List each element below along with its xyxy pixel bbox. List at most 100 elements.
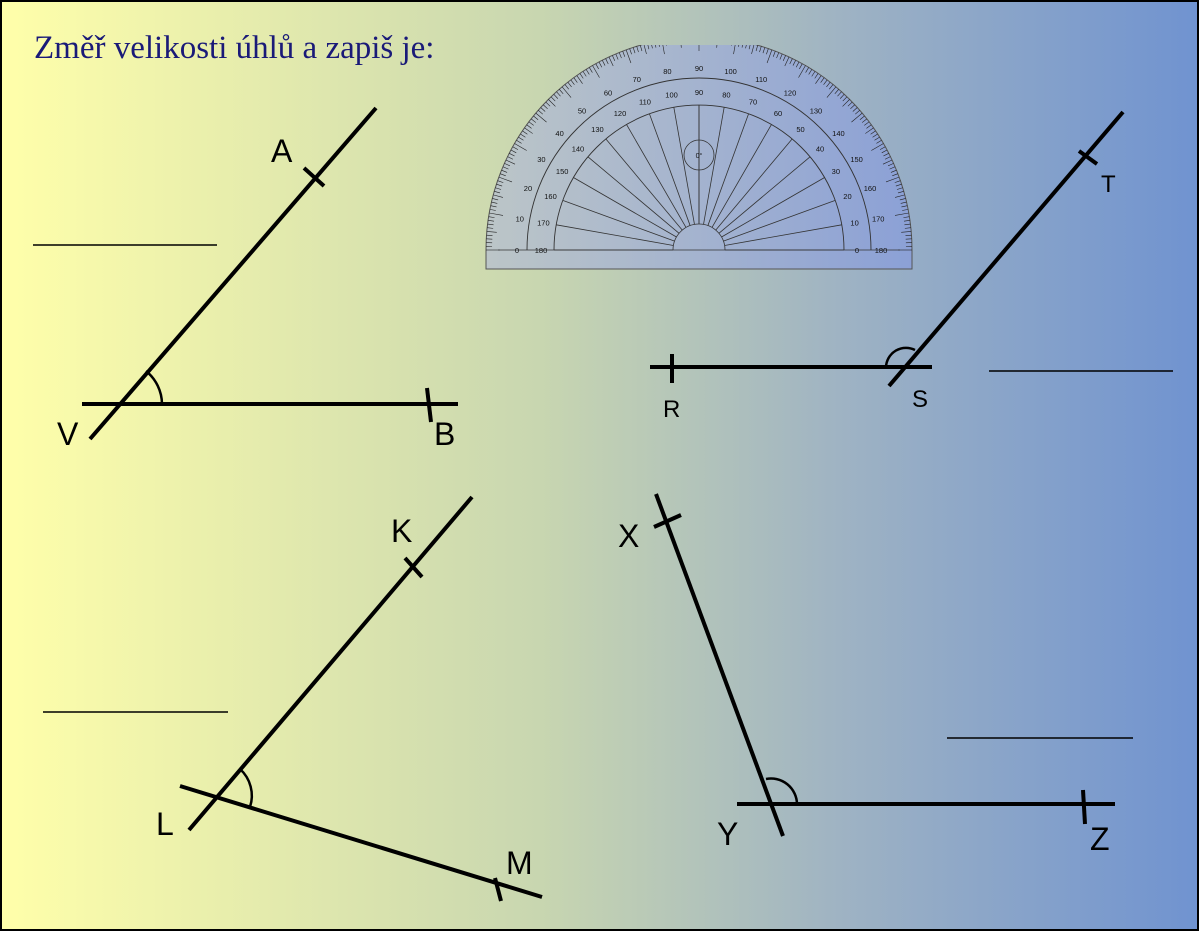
label-X: X (618, 518, 639, 554)
protractor-tick (894, 180, 901, 183)
protractor-tick (489, 209, 496, 211)
protractor-outer-label: 120 (784, 88, 797, 97)
protractor-tick (636, 46, 639, 53)
protractor-outer-label: 70 (633, 75, 641, 84)
protractor-tick (550, 96, 556, 102)
protractor-radial (605, 138, 683, 231)
protractor-tick (808, 69, 813, 75)
protractor-tick (535, 112, 547, 123)
protractor-tick (871, 143, 884, 151)
protractor-outer-label: 160 (864, 184, 877, 193)
protractor-inner-label: 160 (544, 192, 557, 201)
protractor-tick (795, 61, 800, 68)
protractor-tick (497, 180, 504, 183)
label-M: M (506, 845, 533, 881)
protractor-tick (622, 51, 626, 57)
protractor-tick (751, 45, 755, 54)
protractor-tick (842, 96, 848, 102)
label-B: B (434, 416, 455, 452)
protractor-inner-label: 0 (855, 246, 859, 255)
protractor-tick (561, 86, 572, 98)
protractor-tick (502, 166, 509, 170)
protractor-tick (766, 49, 773, 64)
protractor-tick (490, 205, 497, 208)
protractor-radial (711, 124, 772, 228)
label-A: A (271, 133, 293, 169)
protractor-inner-label: 100 (665, 90, 678, 99)
protractor-inner-label: 180 (535, 246, 548, 255)
protractor-inner-label: 130 (591, 125, 604, 134)
ray-LK (187, 495, 474, 832)
protractor-tick (883, 153, 889, 157)
protractor-tick (904, 223, 911, 226)
protractor-tick (520, 133, 526, 138)
tick-Z (1081, 789, 1087, 825)
protractor-outer-label: 30 (537, 155, 545, 164)
protractor-tick (488, 216, 495, 218)
protractor-tick (522, 130, 528, 135)
protractor-tick (608, 56, 614, 67)
protractor-tick (486, 231, 497, 233)
protractor-tick (864, 121, 870, 126)
protractor-tick (834, 89, 839, 94)
protractor-tick (823, 79, 828, 85)
tick-K (403, 556, 424, 579)
protractor-tick (564, 84, 569, 90)
protractor-tick (528, 121, 534, 126)
protractor-tick (755, 45, 758, 52)
protractor-tick (903, 220, 910, 222)
protractor-tick (625, 49, 632, 64)
protractor-inner-label: 80 (722, 90, 730, 99)
ray-VA (88, 106, 378, 441)
protractor-outer-label: 50 (578, 107, 586, 116)
protractor-inner-label: 90 (695, 88, 703, 97)
protractor-tick (799, 63, 803, 70)
protractor-tick (530, 118, 537, 123)
protractor-tick (514, 143, 527, 151)
protractor-arc (526, 77, 872, 251)
label-Z: Z (1090, 821, 1110, 857)
protractor-radial (721, 177, 825, 238)
protractor-tick (887, 163, 894, 167)
protractor-tick (576, 75, 583, 84)
protractor-tick (501, 169, 508, 173)
protractor-outer-label: 80 (663, 67, 671, 76)
protractor-radial (724, 224, 842, 246)
protractor-tick (872, 133, 878, 138)
tick-M (493, 877, 503, 902)
protractor-tick (829, 84, 834, 90)
protractor-tick (811, 71, 816, 77)
protractor-radial (562, 200, 675, 242)
tick-X (653, 513, 682, 529)
protractor-tick (658, 45, 660, 47)
protractor-inner-label: 40 (816, 144, 824, 153)
protractor-tick (716, 45, 718, 48)
protractor-inner-label: 150 (556, 167, 569, 176)
label-Y: Y (717, 816, 738, 852)
protractor-tick (901, 205, 908, 208)
protractor-inner-label: 70 (749, 98, 757, 107)
ray-YX (654, 493, 785, 837)
protractor-tick (748, 45, 751, 50)
protractor-tick (589, 67, 593, 73)
protractor-tick (592, 65, 600, 78)
protractor-tick (897, 191, 904, 194)
label-K: K (391, 513, 412, 549)
protractor-tick (820, 77, 825, 83)
protractor-tick (524, 127, 533, 134)
protractor-tick (776, 52, 780, 59)
protractor-tick (890, 169, 897, 173)
protractor-tick (662, 45, 665, 55)
protractor-center-label: 0° (696, 152, 703, 160)
protractor-tick (738, 45, 740, 47)
protractor-inner-label: 110 (639, 98, 651, 107)
label-R: R (663, 396, 680, 423)
protractor-tick (889, 166, 896, 170)
protractor-tick (500, 173, 506, 177)
protractor-radial (556, 224, 674, 246)
protractor-tick (881, 149, 888, 154)
protractor-tick (839, 94, 845, 99)
protractor-tick (495, 187, 502, 190)
protractor-tick (766, 48, 769, 55)
